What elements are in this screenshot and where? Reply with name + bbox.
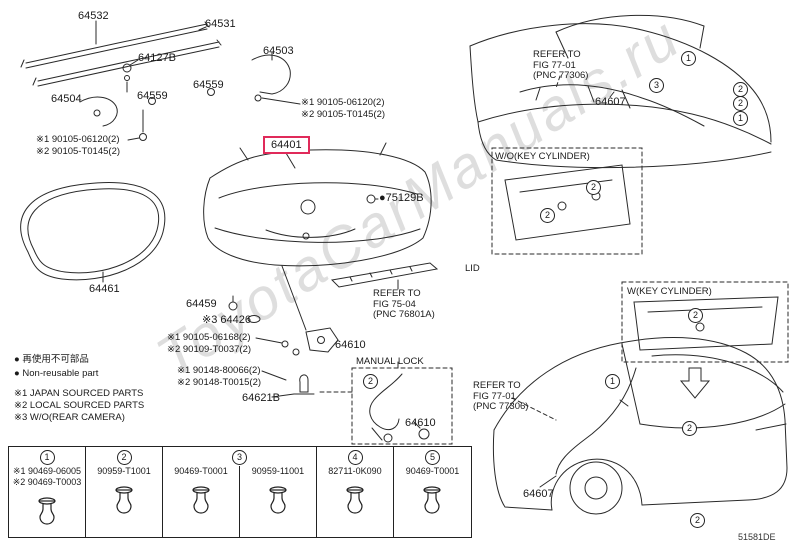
part-label-75129b: ●75129B	[379, 192, 424, 204]
callout-2-marker: 2	[733, 96, 748, 111]
fastener-part-number: 90469-T0001	[174, 466, 228, 476]
part-label-64503: 64503	[263, 45, 294, 57]
legend-local-sourced: ※2 LOCAL SOURCED PARTS	[14, 400, 145, 411]
fastener-cell: 90959-11001	[239, 466, 316, 537]
legend-non-reusable-en: ● Non-reusable part	[14, 368, 98, 379]
fastener-group-number: 1	[39, 450, 55, 465]
part-label-64607-bottom: 64607	[523, 488, 554, 500]
refer-fig-75-04: REFER TO FIG 75-04 (PNC 76801A)	[373, 288, 435, 321]
fastener-part-number: 82711-0K090	[328, 466, 382, 476]
fastener-part-number: 90469-T0001	[405, 466, 460, 476]
callout-2-marker: 2	[682, 421, 697, 436]
callout-2-marker: 2	[540, 208, 555, 223]
fastener-clip-icon	[38, 497, 56, 525]
fastener-group-2: 2 90959-T1001	[86, 447, 163, 537]
fastener-cell: ※1 90469-06005 ※2 90469-T0003	[12, 466, 82, 537]
callout-1-marker: 1	[605, 374, 620, 389]
fastener-cell: 90469-T0001	[163, 466, 239, 537]
note-90105-06168: ※1 90105-06168(2)	[167, 332, 251, 343]
callout-1-marker: 1	[681, 51, 696, 66]
callout-1-marker: 1	[733, 111, 748, 126]
refer-fig-77-01-top: REFER TO FIG 77-01 (PNC 77306)	[533, 49, 589, 82]
legend-text: Non-reusable part	[22, 368, 99, 379]
refer-line: (PNC 76801A)	[373, 309, 435, 320]
fastener-group-5: 5 90469-T0001	[394, 447, 471, 537]
weatherstrip-drawing	[20, 182, 166, 283]
fastener-group-number: 2	[116, 450, 132, 465]
callout-2-marker: 2	[688, 308, 703, 323]
callout-3-marker: 3	[649, 78, 664, 93]
wo-key-cylinder-caption: W/O(KEY CYLINDER)	[495, 151, 590, 162]
w-key-cylinder-panel-drawing	[621, 281, 789, 399]
part-label-64532: 64532	[78, 10, 109, 22]
callout-2-marker: 2	[363, 374, 378, 389]
note-90105-T0145-a: ※2 90105-T0145(2)	[301, 109, 386, 120]
refer-line: FIG 77-01	[533, 59, 576, 71]
w-key-cylinder-caption: W(KEY CYLINDER)	[627, 286, 712, 297]
non-reusable-bullet-icon: ●	[14, 368, 20, 379]
fastener-group-number: 5	[425, 450, 440, 465]
part-label-64531: 64531	[205, 18, 236, 30]
fastener-part-number: ※2 90469-T0003	[12, 477, 82, 487]
refer-line: REFER TO	[473, 380, 521, 391]
refer-line: REFER TO	[533, 49, 581, 60]
fastener-table: 1 ※1 90469-06005 ※2 90469-T0003 2 90959-…	[8, 446, 472, 538]
legend-wo-rear-camera: ※3 W/O(REAR CAMERA)	[14, 412, 125, 423]
part-label-64607-top: 64607	[595, 96, 626, 108]
fastener-clip-icon	[346, 486, 364, 514]
part-label-64559-a: 64559	[193, 79, 224, 91]
fastener-group-number: 4	[347, 450, 363, 465]
note-90105-T0145-b: ※2 90105-T0145(2)	[36, 146, 121, 157]
manual-lock-drawing	[317, 361, 453, 445]
fastener-clip-icon	[269, 486, 287, 514]
fastener-part-number: 90959-11001	[251, 466, 305, 476]
part-label-64610-a: 64610	[335, 339, 366, 351]
fastener-group-1: 1 ※1 90469-06005 ※2 90469-T0003	[9, 447, 86, 537]
torsion-bars-drawing	[20, 20, 222, 87]
refer-line: (PNC 77306)	[473, 401, 529, 412]
fastener-part-number: ※1 90469-06005	[12, 466, 82, 476]
fastener-group-number: 3	[232, 450, 247, 465]
refer-line: (PNC 77306)	[533, 70, 589, 81]
note-90105-06120-a: ※1 90105-06120(2)	[301, 97, 385, 108]
part-label-64621b: 64621B	[242, 392, 280, 404]
callout-2-marker: 2	[733, 82, 748, 97]
note-90148-80066: ※1 90148-80066(2)	[177, 365, 261, 376]
fastener-group-4: 4 82711-0K090	[317, 447, 394, 537]
part-label-64504: 64504	[51, 93, 82, 105]
part-label-64461: 64461	[89, 283, 120, 295]
fastener-cell: 82711-0K090	[328, 466, 382, 537]
fastener-cell: 90469-T0001	[405, 466, 460, 537]
refer-line: FIG 75-04	[373, 298, 416, 310]
legend-non-reusable-jp: ● 再使用不可部品	[14, 354, 89, 365]
part-label-64426: ※3 64426	[202, 314, 251, 326]
callout-2-marker: 2	[690, 513, 705, 528]
lid-caption: LID	[465, 263, 480, 274]
highlighted-part-label-64401: 64401	[263, 136, 310, 154]
note-90109-T0037: ※2 90109-T0037(2)	[167, 344, 252, 355]
legend-text: 再使用不可部品	[22, 354, 89, 365]
fastener-clip-icon	[115, 486, 133, 514]
fastener-part-number: 90959-T1001	[97, 466, 151, 476]
callout-2-marker: 2	[586, 180, 601, 195]
manual-lock-caption: MANUAL LOCK	[356, 356, 424, 367]
hinge-hardware-drawing	[79, 51, 301, 141]
refer-line: REFER TO	[373, 288, 421, 299]
non-reusable-bullet-icon: ●	[14, 354, 20, 365]
refer-fig-77-01-bottom: REFER TO FIG 77-01 (PNC 77306)	[473, 380, 529, 413]
fastener-cell: 90959-T1001	[97, 466, 151, 537]
part-label-64127b: 64127B	[138, 52, 176, 64]
fastener-clip-icon	[423, 486, 442, 514]
part-label-64459: 64459	[186, 298, 217, 310]
part-label-64610-b: 64610	[405, 417, 436, 429]
legend-japan-sourced: ※1 JAPAN SOURCED PARTS	[14, 388, 144, 399]
note-90105-06120-b: ※1 90105-06120(2)	[36, 134, 120, 145]
fastener-group-3: 3 90469-T0001 90959-11001	[163, 447, 317, 537]
diagram-code: 51581DE	[738, 532, 776, 542]
fastener-clip-icon	[192, 486, 210, 514]
note-90148-T0015: ※2 90148-T0015(2)	[177, 377, 262, 388]
part-label-64559-b: 64559	[137, 90, 168, 102]
